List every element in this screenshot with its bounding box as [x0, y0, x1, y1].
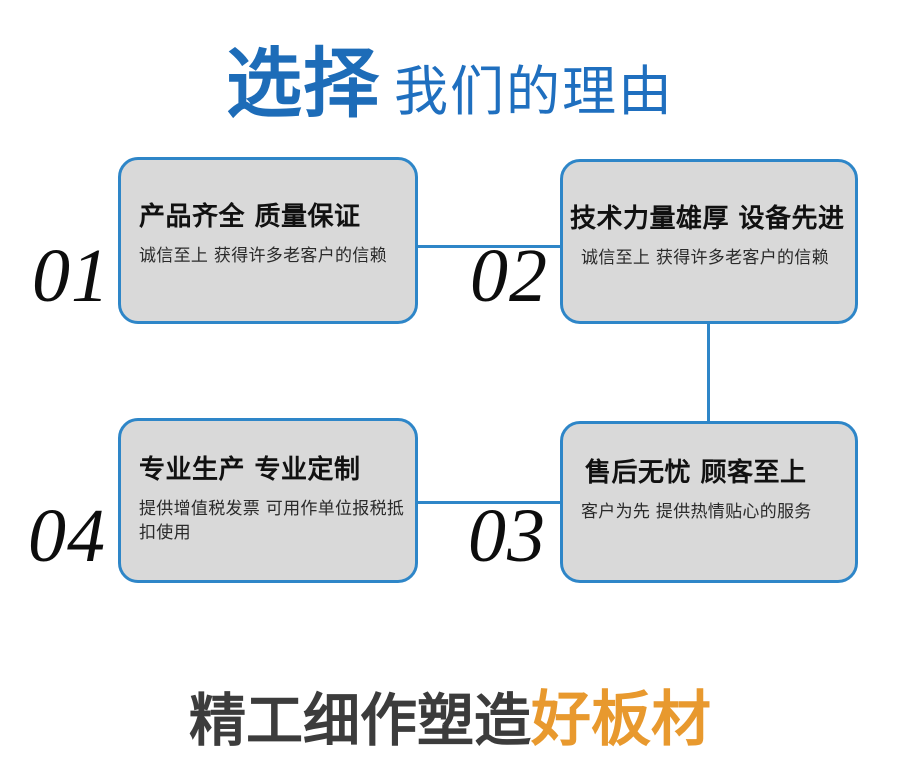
- feature-card-02-title: 技术力量雄厚 设备先进: [570, 204, 845, 234]
- footer-tagline-main: 精工细作塑造: [189, 689, 531, 753]
- connector-line-card2-card3: [707, 322, 710, 422]
- feature-card-03-title: 售后无忧 顾客至上: [585, 458, 807, 488]
- step-number-03: 03: [468, 494, 546, 578]
- feature-card-03-body: 客户为先 提供热情贴心的服务: [581, 502, 812, 522]
- step-number-02: 02: [470, 234, 548, 318]
- footer-tagline-accent: 好板材: [531, 685, 711, 755]
- connector-line-card4-card3: [417, 501, 561, 504]
- feature-card-04: 专业生产 专业定制 提供增值税发票 可用作单位报税抵扣使用: [118, 418, 418, 583]
- feature-card-01-body: 诚信至上 获得许多老客户的信赖: [139, 246, 387, 266]
- feature-card-03: 售后无忧 顾客至上 客户为先 提供热情贴心的服务: [560, 421, 858, 583]
- page-title-subtext: 我们的理由: [394, 62, 674, 122]
- feature-card-04-body: 提供增值税发票 可用作单位报税抵扣使用: [139, 499, 405, 544]
- step-number-04: 04: [28, 494, 106, 578]
- feature-card-02: 技术力量雄厚 设备先进 诚信至上 获得许多老客户的信赖: [560, 159, 858, 324]
- feature-card-04-title: 专业生产 专业定制: [139, 455, 361, 485]
- page-title: 选择我们的理由: [0, 22, 900, 132]
- connector-line-card1-card2: [417, 245, 561, 248]
- feature-card-02-body: 诚信至上 获得许多老客户的信赖: [581, 248, 829, 268]
- page-title-emphasis: 选择: [226, 39, 380, 128]
- feature-card-01-title: 产品齐全 质量保证: [139, 202, 361, 232]
- step-number-01: 01: [32, 234, 110, 318]
- footer-tagline: 精工细作塑造好板材: [0, 671, 900, 758]
- feature-card-01: 产品齐全 质量保证 诚信至上 获得许多老客户的信赖: [118, 157, 418, 324]
